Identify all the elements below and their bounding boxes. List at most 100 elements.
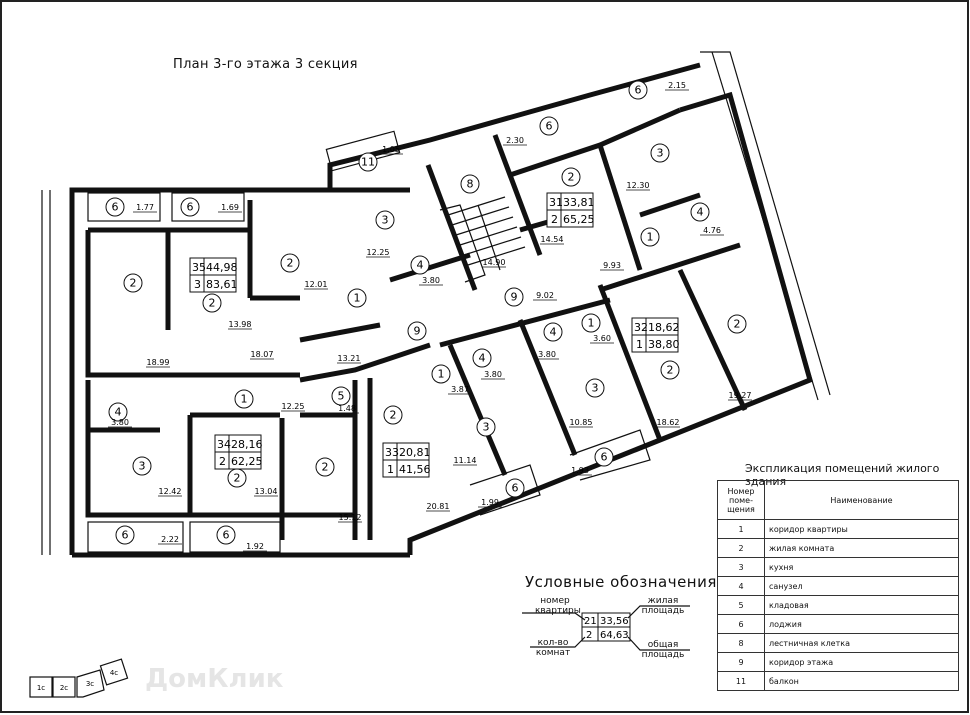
room-marker-number: 2	[287, 257, 294, 270]
room-area: 19.27	[729, 391, 752, 400]
room-marker: 2	[727, 314, 747, 334]
room-type-name: лестничная клетка	[764, 633, 959, 653]
room-marker-number: 6	[187, 201, 194, 214]
room-type-number: 3	[717, 557, 765, 577]
room-marker: 3	[132, 456, 152, 476]
room-marker: 6	[539, 116, 559, 136]
room-marker-number: 3	[657, 147, 664, 160]
room-marker-number: 2	[390, 409, 397, 422]
room-area: 1.99	[481, 498, 499, 507]
room-area: 4.76	[703, 226, 721, 235]
room-type-name: кладовая	[764, 595, 959, 615]
room-area: 14.90	[483, 258, 506, 267]
legend-apt-number: номер квартиры	[535, 596, 581, 616]
room-area: 13.04	[255, 487, 278, 496]
apartment-number: 33	[385, 446, 399, 459]
room-area: 3.60	[593, 334, 611, 343]
room-marker: 5	[331, 386, 351, 406]
room-area: 12.42	[159, 487, 182, 496]
room-area: 12.25	[367, 248, 390, 257]
room-marker: 3	[476, 417, 496, 437]
room-marker-number: 1	[588, 317, 595, 330]
room-marker-number: 2	[322, 461, 329, 474]
room-type-name: балкон	[764, 671, 959, 691]
key-plan	[29, 658, 129, 698]
col-name: Наименование	[764, 480, 959, 520]
room-marker-number: 2	[667, 364, 674, 377]
apartment-total-area: 41,56	[399, 463, 431, 476]
room-area: 14.54	[541, 235, 564, 244]
room-marker-number: 6	[223, 529, 230, 542]
room-type-name: коридор этажа	[764, 652, 959, 672]
key-plan-section: 3с	[86, 680, 94, 688]
apartment-living-area: 44,98	[206, 261, 238, 274]
legend-title: Условные обозначения	[525, 573, 717, 591]
room-marker-number: 2	[130, 277, 137, 290]
room-marker: 2	[123, 273, 143, 293]
room-type-number: 11	[717, 671, 765, 691]
key-plan-section: 2с	[60, 684, 68, 692]
room-area: 18.62	[657, 418, 680, 427]
room-marker-number: 6	[512, 482, 519, 495]
apartment-total-area: 65,25	[563, 213, 595, 226]
room-area: 10.85	[570, 418, 593, 427]
staircase	[447, 196, 526, 271]
room-marker: 6	[505, 478, 525, 498]
room-marker: 6	[628, 80, 648, 100]
apartment-number: 31	[549, 196, 563, 209]
facade-left	[41, 190, 51, 555]
room-marker: 1	[234, 389, 254, 409]
room-marker-number: 9	[511, 291, 518, 304]
legend-sample-rooms: 2	[586, 630, 592, 641]
room-area: 12.30	[627, 181, 650, 190]
apartment-rooms: 3	[194, 278, 201, 291]
room-marker-number: 2	[734, 318, 741, 331]
room-marker: 6	[216, 525, 236, 545]
watermark: ДомКлик	[145, 664, 284, 694]
room-marker-number: 6	[112, 201, 119, 214]
room-marker: 2	[383, 405, 403, 425]
room-marker: 6	[594, 447, 614, 467]
room-marker: 6	[105, 197, 125, 217]
room-area: 13.98	[229, 320, 252, 329]
room-marker-number: 1	[647, 231, 654, 244]
room-type-number: 9	[717, 652, 765, 672]
apartment-rooms: 1	[387, 463, 394, 476]
room-marker: 4	[410, 255, 430, 275]
room-marker-number: 1	[354, 292, 361, 305]
room-marker-number: 3	[139, 460, 146, 473]
room-area: 1.92	[246, 542, 264, 551]
apartment-living-area: 18,62	[648, 321, 680, 334]
room-marker: 9	[504, 287, 524, 307]
room-marker: 2	[227, 468, 247, 488]
room-marker-number: 9	[414, 325, 421, 338]
legend-sample: 21 33,56 2 64,63	[522, 605, 690, 651]
room-type-number: 8	[717, 633, 765, 653]
apartment-number: 34	[217, 438, 231, 451]
room-marker-number: 4	[479, 352, 486, 365]
room-area: 20.81	[427, 502, 450, 511]
room-type-number: 5	[717, 595, 765, 615]
room-type-name: лоджия	[764, 614, 959, 634]
room-marker-number: 4	[697, 206, 704, 219]
legend-rooms-count: кол-во комнат	[535, 638, 571, 658]
room-area: 2.30	[506, 136, 524, 145]
room-marker-number: 3	[382, 214, 389, 227]
room-type-name: санузел	[764, 576, 959, 596]
room-marker: 2	[315, 457, 335, 477]
room-marker: 3	[375, 210, 395, 230]
room-area: 1.05	[382, 145, 400, 154]
room-area: 2.22	[161, 535, 179, 544]
room-type-name: жилая комната	[764, 538, 959, 558]
room-type-number: 4	[717, 576, 765, 596]
room-area: 3.80	[538, 350, 556, 359]
legend-sample-number: 21	[584, 616, 597, 627]
